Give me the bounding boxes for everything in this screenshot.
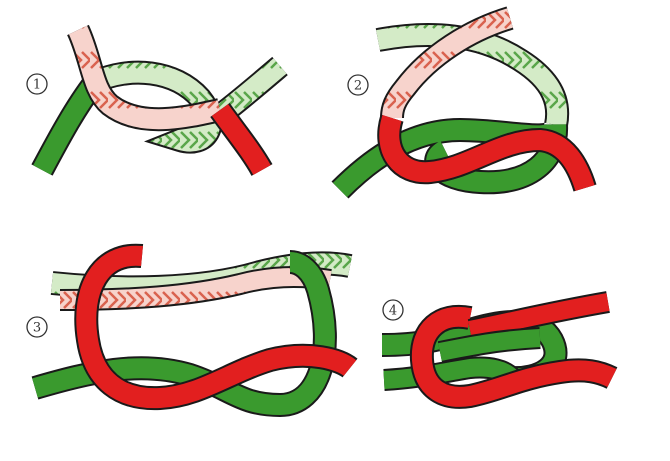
step-2-number-badge: 2: [348, 75, 368, 95]
step-4-panel: 4: [382, 300, 612, 397]
step-3-number-badge: 3: [27, 317, 47, 337]
step-3-panel: 3: [27, 256, 350, 405]
green-rope-end: [42, 82, 95, 170]
step-4-number: 4: [389, 304, 397, 319]
step-2-number: 2: [354, 79, 362, 94]
step-1-number: 1: [33, 78, 41, 93]
step-4-number-badge: 4: [383, 300, 403, 320]
step-2-panel: 2: [340, 18, 585, 190]
step-1-panel: 1: [27, 30, 280, 170]
step-3-number: 3: [33, 321, 41, 336]
step-1-number-badge: 1: [27, 74, 47, 94]
